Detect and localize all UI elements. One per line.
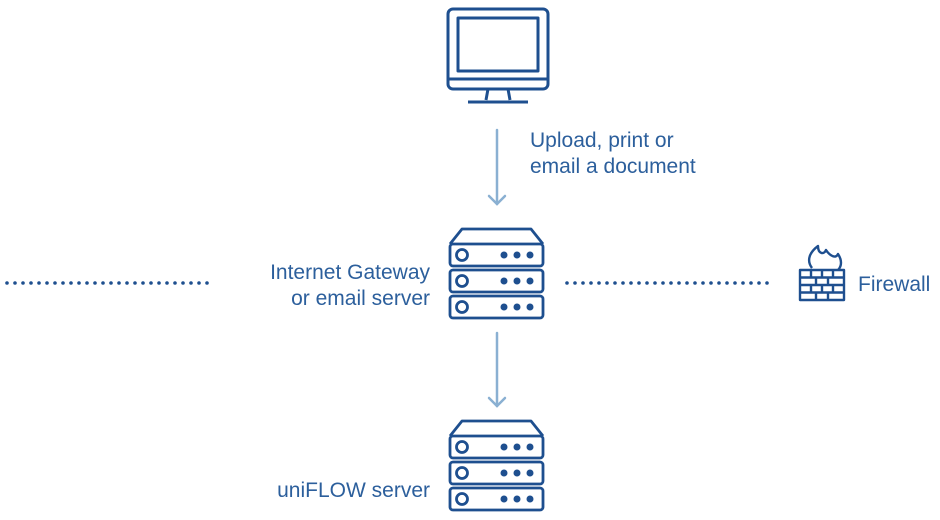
firewall-label: Firewall <box>858 273 931 296</box>
gateway-label: Internet Gateway or email server <box>210 260 430 312</box>
upload-label: Upload, print or email a document <box>530 128 696 180</box>
upload-label-line2: email a document <box>530 155 696 178</box>
upload-label-line1: Upload, print or <box>530 129 674 152</box>
gateway-label-line2: or email server <box>291 287 430 310</box>
gateway-label-line1: Internet Gateway <box>270 261 430 284</box>
uniflow-label: uniFLOW server <box>277 479 430 502</box>
